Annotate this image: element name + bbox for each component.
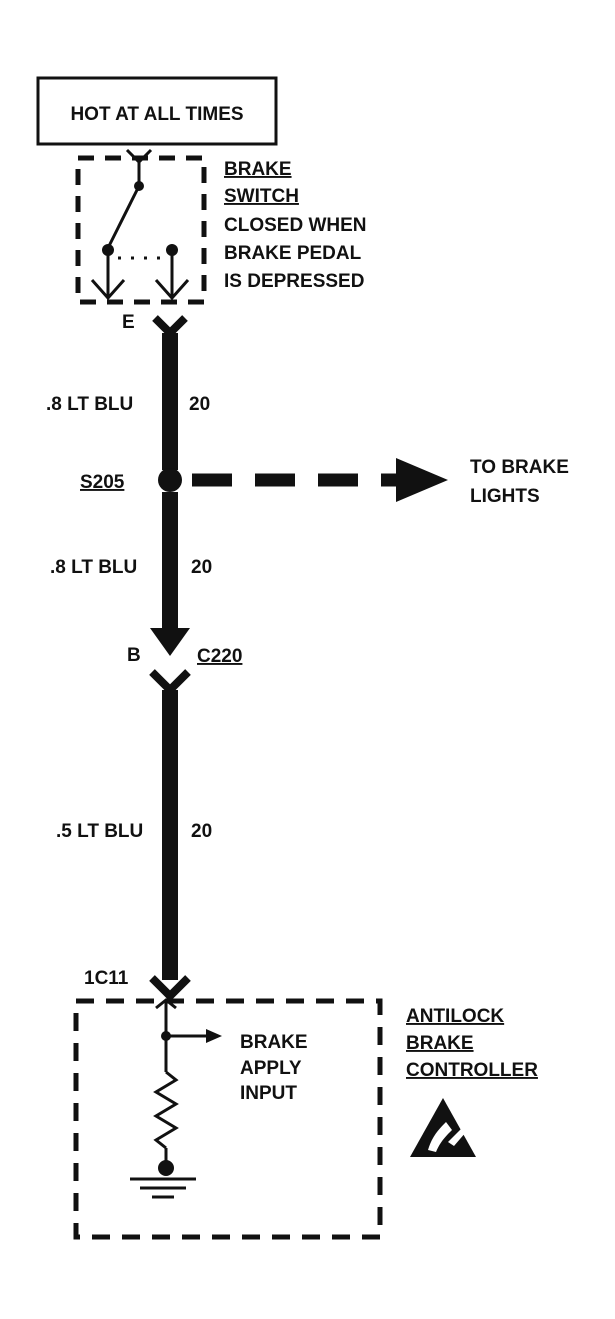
brake-input-line1: BRAKE [240, 1032, 308, 1053]
brake-switch-desc-line2: BRAKE PEDAL [224, 243, 362, 264]
connector-id: C220 [197, 646, 242, 667]
branch-to-brake-lights [192, 458, 448, 502]
wire-1-size-color: .8 LT BLU [46, 394, 133, 415]
controller-title-line2: BRAKE [406, 1033, 474, 1054]
arrow-right-icon [396, 458, 448, 502]
resistor-icon [153, 1070, 179, 1150]
branch-label-line1: TO BRAKE [470, 457, 569, 478]
pin-1c11-connector [149, 975, 191, 1002]
branch-label-line2: LIGHTS [470, 486, 540, 507]
brake-switch [75, 148, 207, 305]
arrow-down-icon [150, 628, 190, 656]
controller-pin: 1C11 [84, 968, 129, 989]
brake-input-line3: INPUT [240, 1083, 297, 1104]
brake-switch-title-line2: SWITCH [224, 186, 299, 207]
power-source-label: HOT AT ALL TIMES [70, 104, 243, 125]
wire-2-circuit: 20 [191, 557, 212, 578]
wire-3-size-color: .5 LT BLU [56, 821, 143, 842]
power-source-box: HOT AT ALL TIMES [36, 76, 278, 146]
esd-warning-icon [410, 1098, 476, 1157]
controller-internal-circuit [130, 998, 222, 1199]
wire-3-circuit: 20 [191, 821, 212, 842]
brake-switch-terminal: E [122, 312, 135, 333]
wire-2-size-color: .8 LT BLU [50, 557, 137, 578]
controller-title-line3: CONTROLLER [406, 1060, 538, 1081]
brake-input-line2: APPLY [240, 1058, 302, 1079]
connector-terminal: B [127, 645, 141, 666]
ground-icon [130, 1177, 196, 1199]
wire-1-circuit: 20 [189, 394, 210, 415]
brake-switch-outline [75, 155, 207, 305]
splice-id: S205 [80, 472, 125, 493]
controller-title-line1: ANTILOCK [406, 1006, 504, 1027]
connector-c220-female [149, 669, 191, 696]
brake-switch-title-line1: BRAKE [224, 159, 292, 180]
controller-outline [73, 998, 383, 1240]
splice-s205 [158, 468, 182, 492]
terminal-e-connector [152, 315, 188, 339]
brake-switch-desc-line3: IS DEPRESSED [224, 271, 364, 292]
arrow-right-small-icon [206, 1029, 222, 1043]
brake-switch-desc-line1: CLOSED WHEN [224, 215, 367, 236]
